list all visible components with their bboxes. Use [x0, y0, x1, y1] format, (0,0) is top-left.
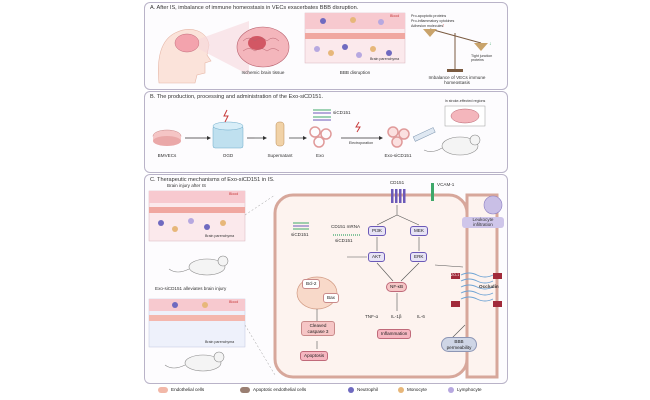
parenchyma-label: Brain parenchyma	[370, 57, 400, 61]
parenchyma-label-bottom: Brain parenchyma	[205, 340, 235, 344]
bcl2-node: Bcl-2	[302, 279, 321, 289]
step-supernatant: Supernatant	[267, 153, 293, 158]
tight-junction-label: Tight junction proteins	[471, 54, 493, 62]
mek-node: MEK	[410, 226, 428, 236]
cytokine-il6: IL-6	[417, 314, 425, 319]
legend: Endothelial cells Apoptotic endothelial …	[144, 384, 506, 398]
injured-mouse-icon	[188, 258, 226, 276]
leukocyte-infiltration-label: Leukocyte infiltration	[462, 217, 504, 229]
exo-sicd151-icon	[387, 126, 399, 138]
inflammation-node: Inflammation	[377, 329, 412, 339]
legend-monocyte: Monocyte	[398, 387, 427, 393]
erk-node: ERK	[410, 252, 428, 262]
treated-mouse-icon	[184, 354, 222, 372]
bbb-permeability-node: BBB permeability	[441, 337, 477, 352]
sicd151-cell-label: siCD151	[291, 232, 309, 237]
panel-a-title: A. After IS, imbalance of immune homeost…	[150, 5, 359, 11]
injury-label: Brain injury after IS	[167, 183, 207, 188]
blood-label: Blood	[390, 14, 400, 18]
electroporation-icon	[355, 121, 361, 133]
pi3k-node: PI3K	[368, 226, 386, 236]
legend-swatch-lymphocyte	[448, 387, 454, 393]
step-ogd: OGD	[222, 153, 234, 158]
stroke-regions-label: In stroke-effected regions	[444, 99, 486, 103]
caspase-node: Cleaved caspase 3	[301, 321, 335, 336]
step-exo: Exo	[316, 153, 324, 158]
svg-text:↓: ↓	[489, 41, 492, 47]
pro-label-2: Pro-inflammatory cytokines	[411, 19, 455, 23]
exo-icon	[309, 126, 321, 138]
sicd151-label: siCD151	[333, 110, 351, 115]
ischemic-brain-label: Ischemic brain tissue	[241, 70, 285, 75]
electroporation-label: Electroporation	[348, 141, 374, 145]
legend-neutrophil: Neutrophil	[348, 387, 378, 393]
tight-junction-icon	[460, 272, 494, 302]
step-bmvecs: BMVECs	[157, 153, 177, 158]
lightning-icon	[223, 109, 229, 123]
cd151-mrna-label: CD151 mRNA	[331, 224, 361, 229]
akt-node: AKT	[368, 252, 385, 262]
alleviates-label: Exo-siCD151 alleviates brain injury	[155, 286, 227, 291]
panel-c-title: C. Therapeutic mechanisms of Exo-siCD151…	[150, 177, 275, 183]
vcam-receptor-icon	[431, 183, 434, 201]
pathway-arrows	[316, 205, 466, 349]
figure: A. After IS, imbalance of immune homeost…	[138, 0, 512, 400]
cytokine-il1b: IL-1β	[391, 314, 402, 319]
supernatant-tube-icon	[275, 121, 285, 147]
legend-endothelial: Endothelial cells	[158, 387, 204, 393]
cd151-receptor-icon	[391, 189, 406, 203]
scale-beam	[429, 28, 482, 44]
legend-swatch-neutrophil	[348, 387, 354, 393]
nfkb-node: NF-κB	[386, 282, 408, 292]
bbb-disruption-label: BBB disruption	[339, 70, 371, 75]
legend-swatch-monocyte	[398, 387, 404, 393]
sicd151-strand-icon	[293, 222, 309, 230]
legend-lymphocyte: Lymphocyte	[448, 387, 482, 393]
zo1-label: ZO-1	[451, 273, 460, 277]
blood-label-top: Blood	[229, 192, 239, 196]
step-exo-sicd151: Exo-siCD151	[384, 153, 412, 158]
leukocyte-icon	[483, 195, 503, 215]
apoptosis-node: Apoptosis	[300, 351, 329, 361]
svg-text:↑: ↑	[442, 23, 445, 29]
vcam-label: VCAM-1	[437, 182, 455, 187]
pro-label-3: Adhesion molecules	[411, 24, 444, 28]
syringe-icon	[412, 127, 436, 142]
head-brain-icon	[174, 33, 200, 53]
panel-b-title: B. The production, processing and admini…	[150, 94, 324, 100]
cytokine-tnf: TNF-α	[365, 314, 379, 319]
sicd151-mrna-label: siCD151	[335, 238, 353, 243]
panel-c: C. Therapeutic mechanisms of Exo-siCD151…	[144, 174, 508, 384]
pro-label-1: Pro-apoptotic proteins	[411, 14, 447, 18]
imbalance-label: Imbalance of VECs immune homeostasis	[428, 75, 486, 85]
mouse-icon	[441, 136, 479, 156]
zoom-rays	[199, 21, 249, 75]
panel-b-illustration	[152, 105, 486, 156]
panel-a-illustration: ↑ ↓	[158, 12, 492, 84]
panel-b: B. The production, processing and admini…	[144, 91, 508, 173]
occludin-label: Occludin	[479, 284, 499, 289]
parenchyma-label-top: Brain parenchyma	[205, 234, 235, 238]
cd151-label: CD151	[389, 180, 405, 185]
bax-node: Bax	[323, 293, 339, 303]
legend-apoptotic: Apoptotic endothelial cells	[240, 387, 306, 393]
legend-swatch-endothelial	[158, 387, 168, 393]
blood-label-bottom: Blood	[229, 300, 239, 304]
panel-a: A. After IS, imbalance of immune homeost…	[144, 2, 508, 90]
legend-swatch-apoptotic	[240, 387, 250, 393]
sirna-icon	[313, 109, 331, 121]
